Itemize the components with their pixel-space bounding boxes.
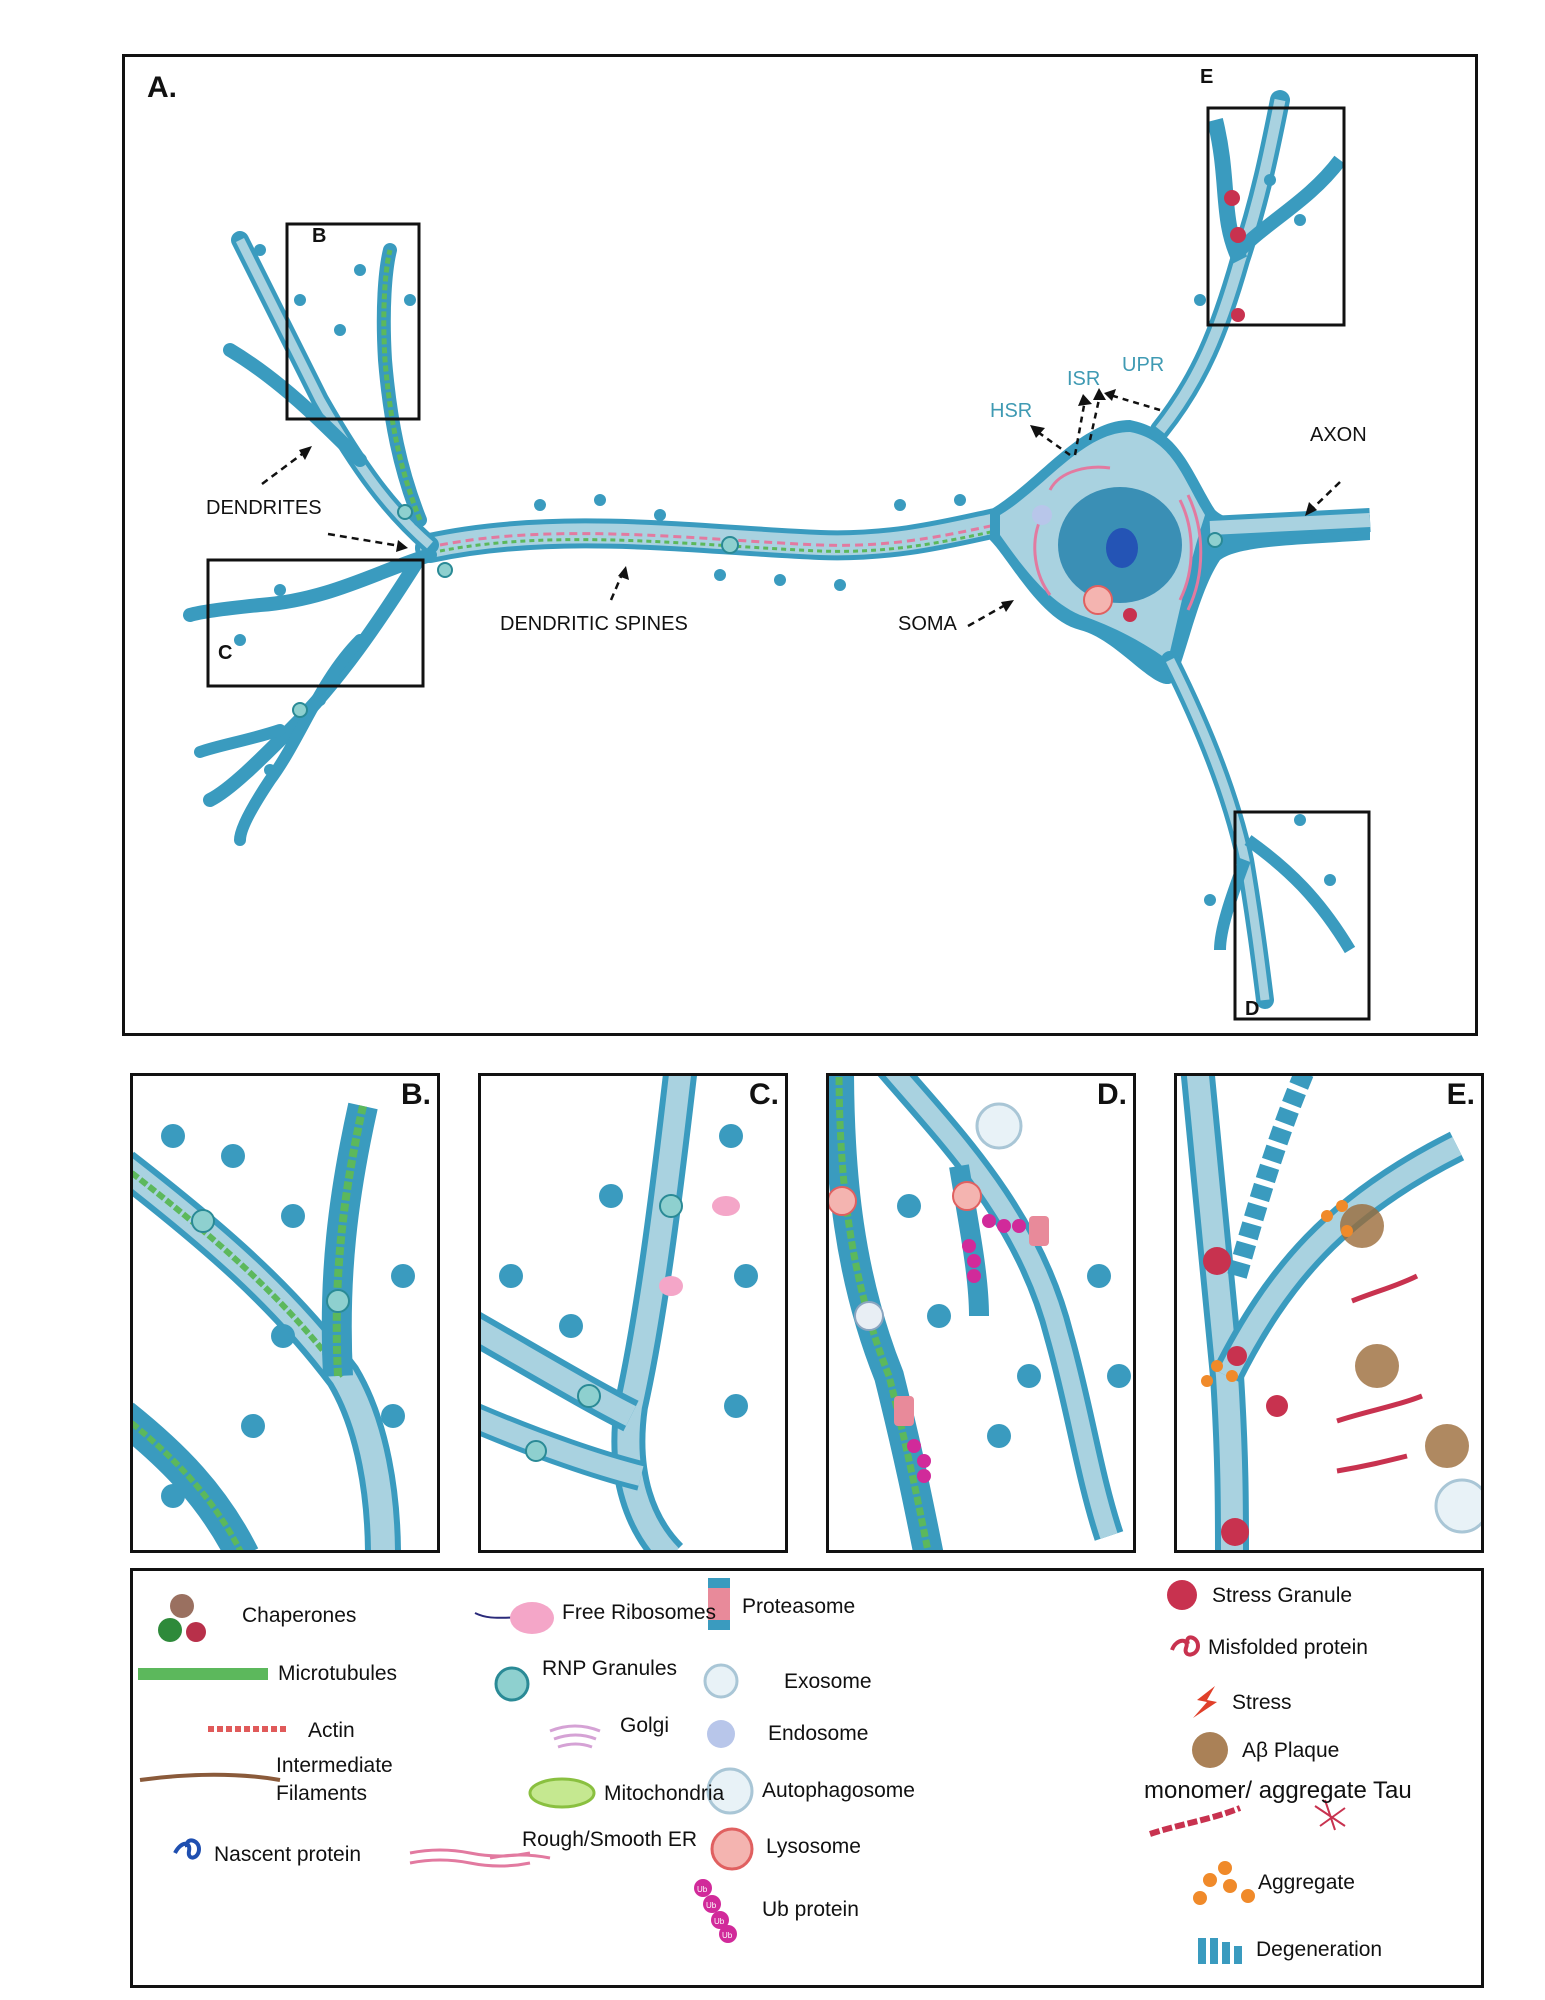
legend-free-ribosomes: Free Ribosomes	[562, 1601, 716, 1624]
panel-d-title: D.	[1097, 1078, 1127, 1111]
mitochondria-icon	[528, 1777, 596, 1809]
autophagosome-icon	[706, 1767, 754, 1815]
legend-rnp-granules: RNP Granules	[542, 1657, 677, 1680]
legend-stress: Stress	[1232, 1691, 1292, 1714]
panel-e-art	[1180, 1076, 1481, 1550]
legend-misfolded-protein: Misfolded protein	[1208, 1636, 1368, 1659]
aggregate-icon	[1193, 1861, 1255, 1905]
inset-e-label: E	[1200, 66, 1214, 88]
stress-granule-icon	[1167, 1580, 1197, 1610]
tau-monomer-icon	[1149, 1805, 1242, 1837]
misfolded-protein-icon	[1170, 1635, 1201, 1657]
legend-filaments: Filaments	[276, 1782, 367, 1805]
nascent-protein-icon	[173, 1838, 202, 1860]
free-ribosomes-icon	[474, 1602, 554, 1634]
rnp-granules-icon	[494, 1666, 530, 1702]
legend-exosome: Exosome	[784, 1670, 872, 1693]
endosome-icon	[707, 1720, 735, 1748]
legend-lysosome: Lysosome	[766, 1835, 861, 1858]
exosome-icon	[703, 1663, 739, 1699]
inset-e-box	[1206, 106, 1346, 327]
upr-label: UPR	[1122, 354, 1165, 376]
legend-panel	[130, 1568, 1484, 1988]
degeneration-icon	[1198, 1938, 1242, 1964]
inset-c-box	[206, 558, 425, 688]
dendrite-branch-c1	[183, 548, 437, 622]
svg-text:Ub: Ub	[697, 1885, 708, 1894]
legend-ab-plaque: Aβ Plaque	[1242, 1739, 1339, 1762]
axon-label: AXON	[1310, 424, 1367, 446]
legend-autophagosome: Autophagosome	[762, 1779, 915, 1802]
intermediate-filaments-icon	[139, 1772, 281, 1782]
legend-microtubules: Microtubules	[278, 1662, 397, 1685]
legend-intermediate: Intermediate	[276, 1754, 393, 1777]
legend-chaperones: Chaperones	[242, 1604, 356, 1627]
nucleolus	[1106, 528, 1138, 568]
legend-aggregate: Aggregate	[1258, 1871, 1355, 1894]
inset-b-box	[285, 222, 421, 421]
legend-stress-granule: Stress Granule	[1212, 1584, 1352, 1607]
panel-b-art	[133, 1102, 415, 1550]
legend-er: Rough/Smooth ER	[522, 1828, 697, 1851]
stress-icon	[1193, 1686, 1217, 1718]
ab-plaque-icon	[1192, 1732, 1228, 1768]
inset-b-label: B	[312, 225, 327, 247]
inset-d-box	[1233, 810, 1371, 1021]
er-icon	[409, 1848, 551, 1868]
microtubules-icon	[138, 1668, 268, 1680]
panel-c: C.	[478, 1073, 788, 1553]
panel-c-title: C.	[749, 1078, 779, 1111]
hsr-label: HSR	[990, 400, 1033, 422]
panel-b-title: B.	[401, 1078, 431, 1111]
soma-label: SOMA	[898, 613, 957, 635]
dendritic-spines-label: DENDRITIC SPINES	[500, 613, 688, 635]
panel-d: D.	[826, 1073, 1136, 1553]
legend-degeneration: Degeneration	[1256, 1938, 1382, 1961]
panel-b: B.	[130, 1073, 440, 1553]
spines	[234, 174, 1336, 906]
svg-text:Ub: Ub	[714, 1917, 725, 1926]
legend-tau: monomer/ aggregate Tau	[1144, 1777, 1412, 1804]
golgi-icon	[549, 1724, 601, 1749]
legend-mitochondria: Mitochondria	[604, 1782, 725, 1805]
dendrites-label: DENDRITES	[206, 497, 322, 519]
inset-d-label: D	[1245, 998, 1260, 1020]
neuron-illustration	[183, 90, 1371, 1021]
lysosome-icon	[710, 1827, 754, 1871]
panel-e-title: E.	[1446, 1078, 1475, 1111]
svg-text:Ub: Ub	[706, 1901, 717, 1910]
legend-endosome: Endosome	[768, 1722, 868, 1745]
legend-proteasome: Proteasome	[742, 1595, 855, 1618]
inset-c-label: C	[218, 642, 233, 664]
tau-aggregate-icon	[1314, 1799, 1346, 1831]
panel-c-art	[481, 1076, 758, 1550]
isr-label: ISR	[1067, 368, 1101, 390]
legend-ub-protein: Ub protein	[762, 1898, 859, 1921]
legend-art: Ub Ub Ub Ub Chaperones Microtubules Acti…	[138, 1578, 1412, 1964]
panel-d-art	[829, 1076, 1131, 1550]
legend-golgi: Golgi	[620, 1714, 669, 1737]
panel-e: E.	[1174, 1073, 1484, 1553]
svg-text:Ub: Ub	[722, 1931, 733, 1940]
ub-protein-icon: Ub Ub Ub Ub	[694, 1879, 737, 1943]
panel-a-title: A.	[147, 71, 177, 104]
legend-nascent-protein: Nascent protein	[214, 1843, 361, 1866]
chaperones-icon	[158, 1594, 206, 1642]
proteasome-icon	[708, 1578, 730, 1630]
legend-actin: Actin	[308, 1719, 355, 1742]
